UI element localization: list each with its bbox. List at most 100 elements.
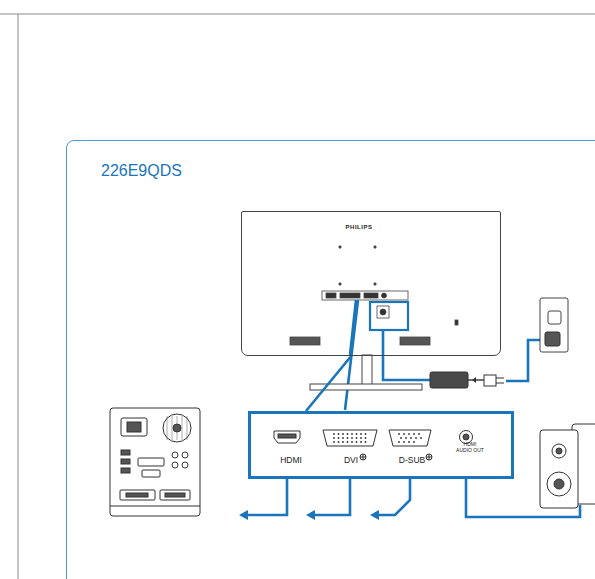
connector-pins	[333, 433, 422, 443]
dvi-pin	[360, 437, 362, 439]
vga-pin	[398, 433, 400, 435]
kensington-slot	[455, 320, 458, 325]
connector-icons	[274, 430, 473, 460]
dvi-pin	[338, 441, 340, 443]
power-port-frame	[370, 302, 408, 330]
pc-slot-inner	[126, 493, 148, 497]
frame-top	[0, 14, 595, 15]
grille-bar	[182, 416, 183, 440]
port-label: HDMI	[280, 456, 302, 465]
vesa-hole	[374, 283, 376, 285]
pc-audio	[182, 462, 188, 468]
vga-pin	[413, 441, 415, 443]
hdmi-arrow	[246, 478, 287, 515]
dvi-pin	[338, 433, 340, 435]
port-hdmi	[326, 293, 336, 298]
pc-tower	[110, 408, 200, 516]
vga-pin	[405, 437, 407, 439]
port-label: DVI	[344, 456, 358, 465]
dvi-icon	[323, 430, 377, 446]
vesa-hole	[374, 246, 376, 248]
audio-jack-hole	[463, 434, 469, 440]
vga-pin	[400, 437, 402, 439]
pc-psu-socket	[121, 418, 147, 436]
dvi-pin	[356, 441, 358, 443]
grille-bar	[167, 416, 168, 440]
plug-pin	[496, 378, 504, 379]
power-cable	[383, 330, 430, 380]
dvi-pin	[365, 441, 367, 443]
arrowhead	[370, 510, 379, 520]
pc-fan	[163, 414, 191, 442]
pc-slot	[120, 490, 155, 500]
vga-icon	[389, 430, 431, 446]
dvi-pin	[338, 437, 340, 439]
vga-arrow	[377, 478, 410, 515]
pc-usb	[121, 450, 130, 455]
dvi-symbol-cross	[360, 454, 366, 460]
page-frame	[0, 14, 595, 579]
dvi-pin	[365, 433, 367, 435]
vga-symbol-cross	[426, 454, 432, 460]
product-panel: 226E9QDSPHILIPSHDMIDVID-SUBHDMI AUDIO OU…	[66, 140, 595, 579]
dvi-pin	[347, 437, 349, 439]
wall-plate	[540, 298, 568, 352]
vga-pin	[398, 441, 400, 443]
dvi-symbol-ring	[360, 454, 366, 460]
brand-logo: PHILIPS	[346, 224, 373, 231]
monitor-back: PHILIPS	[241, 211, 501, 356]
port-strip	[322, 291, 408, 300]
dvi-pin	[351, 433, 353, 435]
dvi-pin	[360, 441, 362, 443]
pc-vga	[142, 470, 160, 477]
dvi-arrow	[313, 478, 350, 515]
dvi-pin	[360, 433, 362, 435]
pc-usb	[121, 468, 130, 473]
port-label: HDMI AUDIO OUT	[456, 442, 484, 453]
pc-slot-inner	[165, 493, 185, 497]
vga-pin	[415, 437, 417, 439]
dvi-pin	[351, 437, 353, 439]
mains-plug	[484, 375, 496, 386]
pc-audio	[172, 462, 178, 468]
power-pin	[380, 309, 386, 315]
arrowhead	[239, 510, 248, 520]
dvi-pin	[342, 441, 344, 443]
callout-connector	[306, 356, 351, 411]
pc-audio	[182, 452, 188, 458]
dvi-pin	[356, 437, 358, 439]
stand-neck	[362, 355, 372, 385]
wall-plug	[545, 332, 560, 346]
dvi-pin	[342, 433, 344, 435]
hdmi-icon	[274, 431, 300, 443]
speaker-front	[540, 430, 578, 508]
power-adapter	[430, 372, 468, 388]
speakers	[540, 424, 595, 508]
vga-pin	[408, 441, 410, 443]
grille-bar	[187, 416, 188, 440]
vga-pin	[413, 433, 415, 435]
dvi-pin	[347, 433, 349, 435]
power-port	[377, 306, 389, 318]
callout-line	[345, 300, 358, 410]
plug-pin	[496, 383, 504, 384]
pc-case	[110, 408, 200, 516]
dvi-pin	[347, 441, 349, 443]
dvi-pin	[333, 437, 335, 439]
dvi-symbol	[360, 454, 366, 460]
dvi-pin	[351, 441, 353, 443]
dvi-pin	[365, 437, 367, 439]
speaker-tweeter-core	[556, 448, 562, 454]
dvi-pin	[333, 433, 335, 435]
vent-left	[290, 337, 320, 345]
pc-dvi	[138, 458, 164, 466]
port-audio	[382, 293, 387, 298]
wall-socket	[548, 311, 561, 324]
vga-pin	[420, 437, 422, 439]
vga-pin	[418, 433, 420, 435]
dvi-pin	[342, 437, 344, 439]
hdmi-icon-inner	[278, 434, 296, 438]
speaker-woofer	[547, 472, 571, 496]
